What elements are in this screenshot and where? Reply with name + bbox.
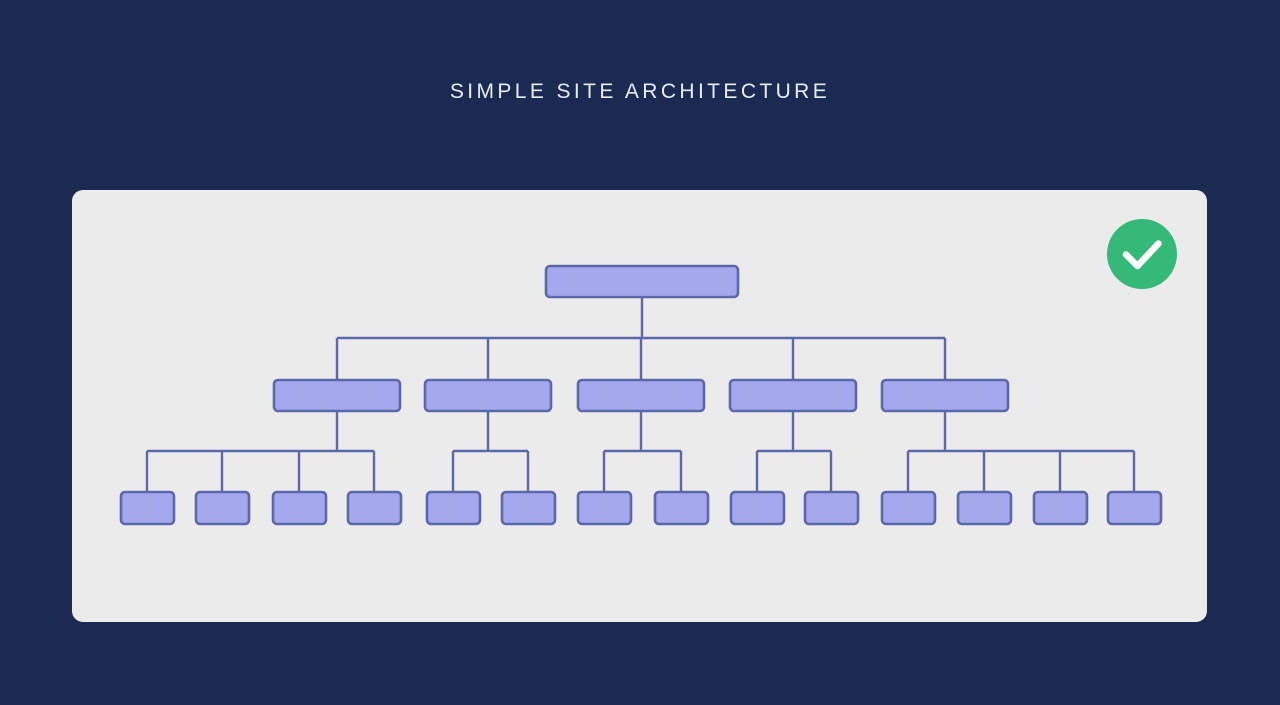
check-circle-icon bbox=[1122, 240, 1162, 270]
page-title: SIMPLE SITE ARCHITECTURE bbox=[449, 80, 831, 103]
status-badge[interactable] bbox=[1107, 219, 1177, 289]
diagram-card bbox=[72, 190, 1207, 622]
